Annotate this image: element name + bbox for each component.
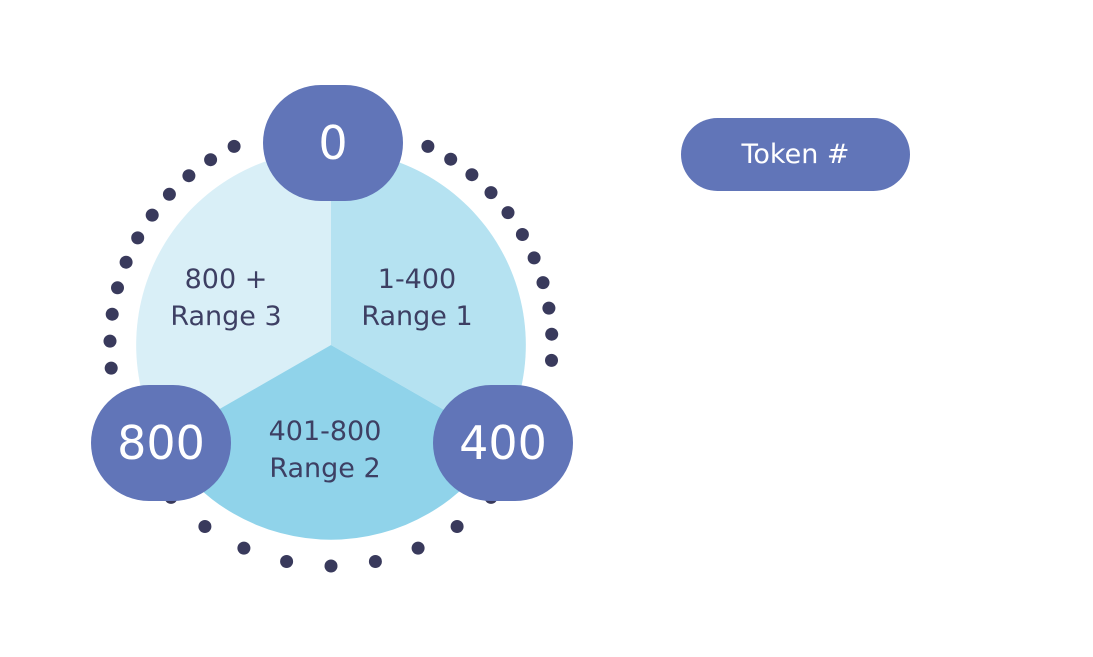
- segment-label-range-1: 1-400 Range 1: [327, 261, 507, 335]
- range-1-value: 1-400: [377, 264, 457, 295]
- segment-label-range-2: 401-800 Range 2: [235, 413, 415, 487]
- ring-dot: [536, 276, 550, 290]
- dotted-arcs: [103, 139, 559, 573]
- node-800: 800: [91, 385, 231, 501]
- ring-dot: [444, 152, 458, 166]
- ring-dot: [280, 555, 294, 568]
- ring-dot: [501, 206, 515, 220]
- ring-dot: [368, 555, 382, 568]
- segment-range-1: [331, 150, 526, 442]
- ring-dot: [545, 353, 558, 367]
- ring-dot: [450, 520, 464, 533]
- ring-dot: [527, 251, 541, 265]
- ring-dot: [111, 281, 124, 295]
- ring-dot: [104, 361, 118, 375]
- ring-dot: [515, 228, 529, 241]
- ring-dot: [227, 139, 241, 153]
- ring-dot: [542, 301, 556, 315]
- ring-dot: [105, 307, 119, 321]
- ring-dot: [411, 541, 425, 555]
- range-2-name: Range 2: [269, 453, 381, 484]
- segment-range-3: [136, 150, 331, 442]
- ring-dot: [145, 208, 159, 222]
- range-1-name: Range 1: [361, 301, 473, 332]
- ring-dot: [237, 541, 251, 555]
- ring-dot: [421, 139, 435, 153]
- ring-dot: [182, 169, 196, 183]
- segment-label-range-3: 800 + Range 3: [136, 261, 316, 335]
- ring-dot: [103, 334, 117, 348]
- ring-dot: [324, 559, 338, 573]
- ring-dot: [545, 327, 559, 341]
- ring-dot: [162, 187, 176, 201]
- segment-range-2: [162, 345, 500, 540]
- node-0: 0: [263, 85, 403, 201]
- ring-dot: [484, 186, 498, 200]
- range-3-name: Range 3: [170, 301, 282, 332]
- ring-dot: [119, 255, 133, 269]
- range-2-value: 401-800: [268, 416, 382, 447]
- ring-dot: [204, 153, 218, 167]
- ring-dot: [131, 231, 145, 245]
- node-400: 400: [433, 385, 573, 501]
- ring-dot: [465, 168, 479, 182]
- ring-dot: [198, 520, 212, 533]
- token-label: Token #: [681, 118, 910, 191]
- range-3-value: 800 +: [184, 264, 268, 295]
